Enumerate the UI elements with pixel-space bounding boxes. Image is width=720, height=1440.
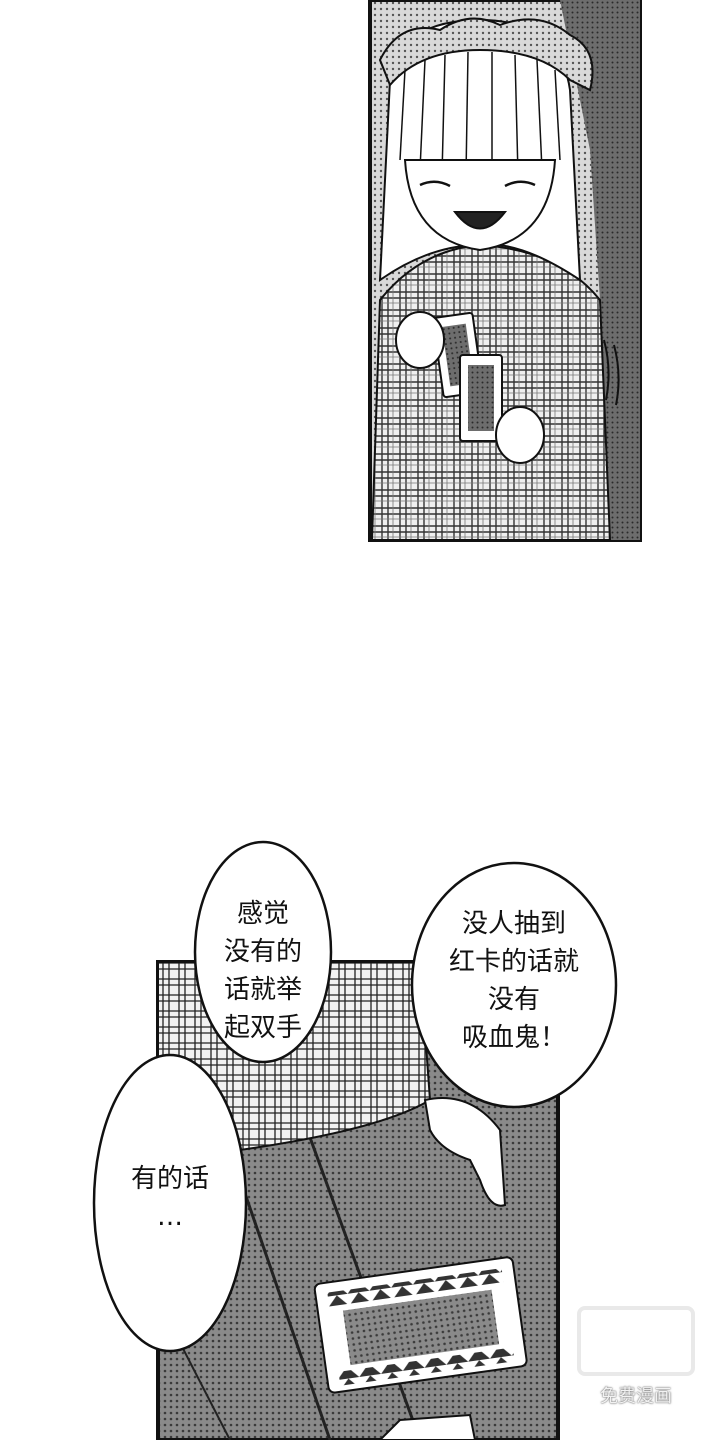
girl-hand-table [423,1097,507,1207]
bubble-2-shape [410,861,618,1109]
watermark-logo-icon [577,1306,695,1376]
watermark: 免费漫画 [576,1306,696,1416]
table-card-2 [378,1413,477,1440]
girl-bonnet [378,17,594,92]
girl-mouth [452,211,508,230]
watermark-subtitle: 免费漫画 [600,1386,672,1407]
bubble-1-shape [193,840,333,1064]
bubble-3-shape [92,1053,248,1353]
bubble-3-text: 有的话 … [130,1164,209,1232]
girl-hand-right [495,406,545,464]
bubble-1-text: 感觉 没有的 话就举 起双手 [223,899,302,1043]
bubble-2-text: 没人抽到 红卡的话就 没有 吸血鬼！ [448,909,579,1053]
girl-hand-left [395,311,445,369]
table-card [313,1256,528,1394]
